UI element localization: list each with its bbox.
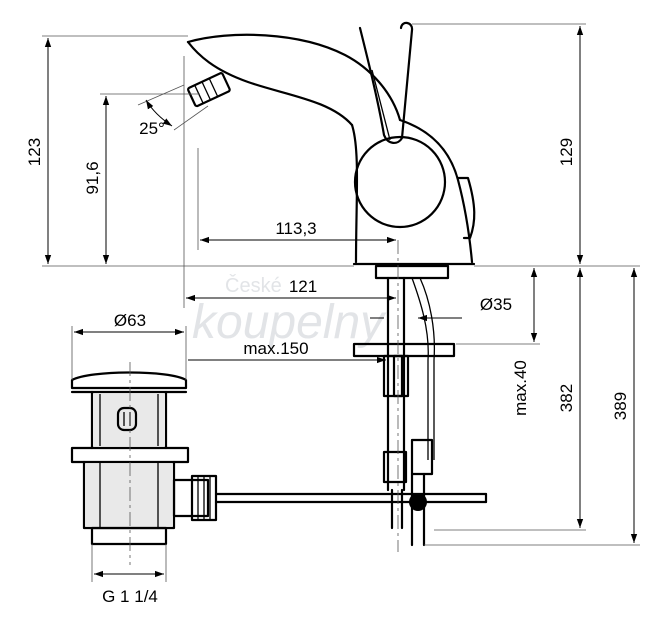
dimension-lines (44, 26, 638, 578)
label-max-rod: max.150 (243, 339, 308, 358)
label-height-total: 129 (557, 138, 576, 166)
faucet-body (186, 21, 476, 266)
watermark-line2: koupelny (192, 296, 387, 349)
label-overall-389: 389 (611, 392, 630, 420)
watermark: České koupelny (192, 274, 387, 349)
center-lines (129, 240, 399, 565)
label-base-diameter: Ø35 (480, 295, 512, 314)
label-height-spout: 123 (25, 138, 44, 166)
label-thread: G 1 1/4 (102, 587, 158, 606)
label-reach-spout: 113,3 (275, 219, 316, 238)
label-height-aerator: 91,6 (83, 161, 102, 194)
watermark-line1: České (225, 274, 282, 297)
label-max-thickness: max.40 (511, 360, 530, 416)
label-reach-total: 121 (289, 277, 317, 296)
label-overall-382: 382 (557, 384, 576, 412)
dimension-labels: 123 91,6 129 25° 113,3 121 max.150 Ø63 Ø… (25, 119, 630, 606)
dim-arc-angle (145, 99, 173, 127)
extension-lines (42, 23, 640, 582)
label-waste-diameter: Ø63 (114, 311, 146, 330)
label-angle: 25° (139, 119, 165, 138)
